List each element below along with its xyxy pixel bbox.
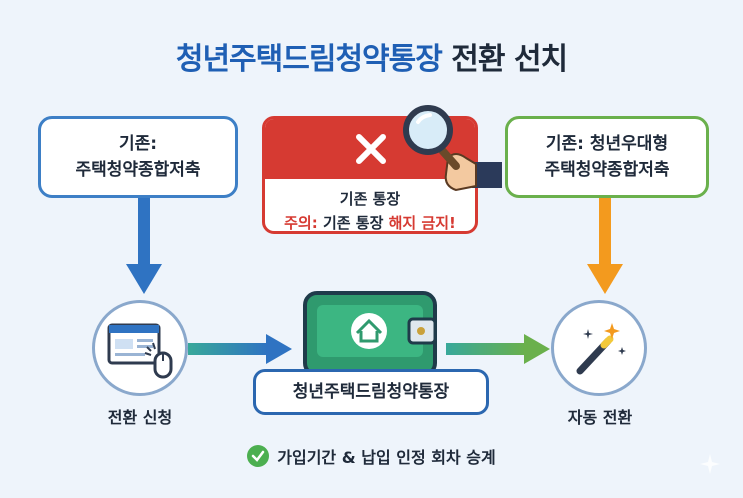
youth-dream-account-pill: 청년주택드림청약통장 (253, 369, 489, 415)
warning-text: 기존 통장 주의: 기존 통장 해지 금지! (265, 179, 475, 232)
magic-wand-icon (576, 323, 626, 375)
sparkle-icon (700, 454, 720, 474)
existing-box-line1: 기존: (118, 134, 158, 154)
warning-line2: 주의: 기존 통장 해지 금지! (265, 211, 475, 232)
youth-account-box: 기존: 청년우대형 주택청약종합저축 (505, 116, 709, 198)
magnifier-icon (403, 105, 502, 192)
auto-step-label: 자동 전환 (567, 408, 633, 427)
right-box-line1: 기존: 청년우대형 (545, 134, 669, 154)
browser-click-icon (107, 323, 173, 379)
apply-step-label: 전환 신청 (107, 408, 173, 427)
warning-red: 해지 금지! (388, 214, 456, 232)
right-arrow-icon (188, 334, 292, 364)
check-icon (247, 445, 270, 467)
footer-note: 가입기간 & 납입 인정 회차 승계 (0, 444, 743, 468)
down-arrow-orange-icon (587, 198, 623, 294)
title-highlight: 청년주택드림청약통장 (175, 42, 443, 77)
existing-box-line2: 주택청약종합저축 (75, 160, 201, 180)
title-rest: 전환 선치 (451, 42, 568, 77)
right-arrow-green-icon (446, 334, 550, 364)
warning-line1: 기존 통장 (339, 190, 401, 208)
wallet-icon (303, 291, 437, 377)
down-arrow-blue-icon (126, 198, 162, 294)
right-box-line2: 주택청약종합저축 (544, 160, 670, 180)
close-icon (356, 134, 386, 164)
auto-step-circle (551, 300, 647, 396)
page-title: 청년주택드림청약통장 전환 선치 (0, 34, 743, 78)
footer-text: 가입기간 & 납입 인정 회차 승계 (277, 448, 496, 467)
existing-account-box: 기존: 주택청약종합저축 (38, 116, 238, 198)
warning-middle: 기존 통장 (322, 214, 384, 232)
apply-step-circle (92, 300, 188, 396)
warning-prefix: 주의: (284, 214, 318, 232)
